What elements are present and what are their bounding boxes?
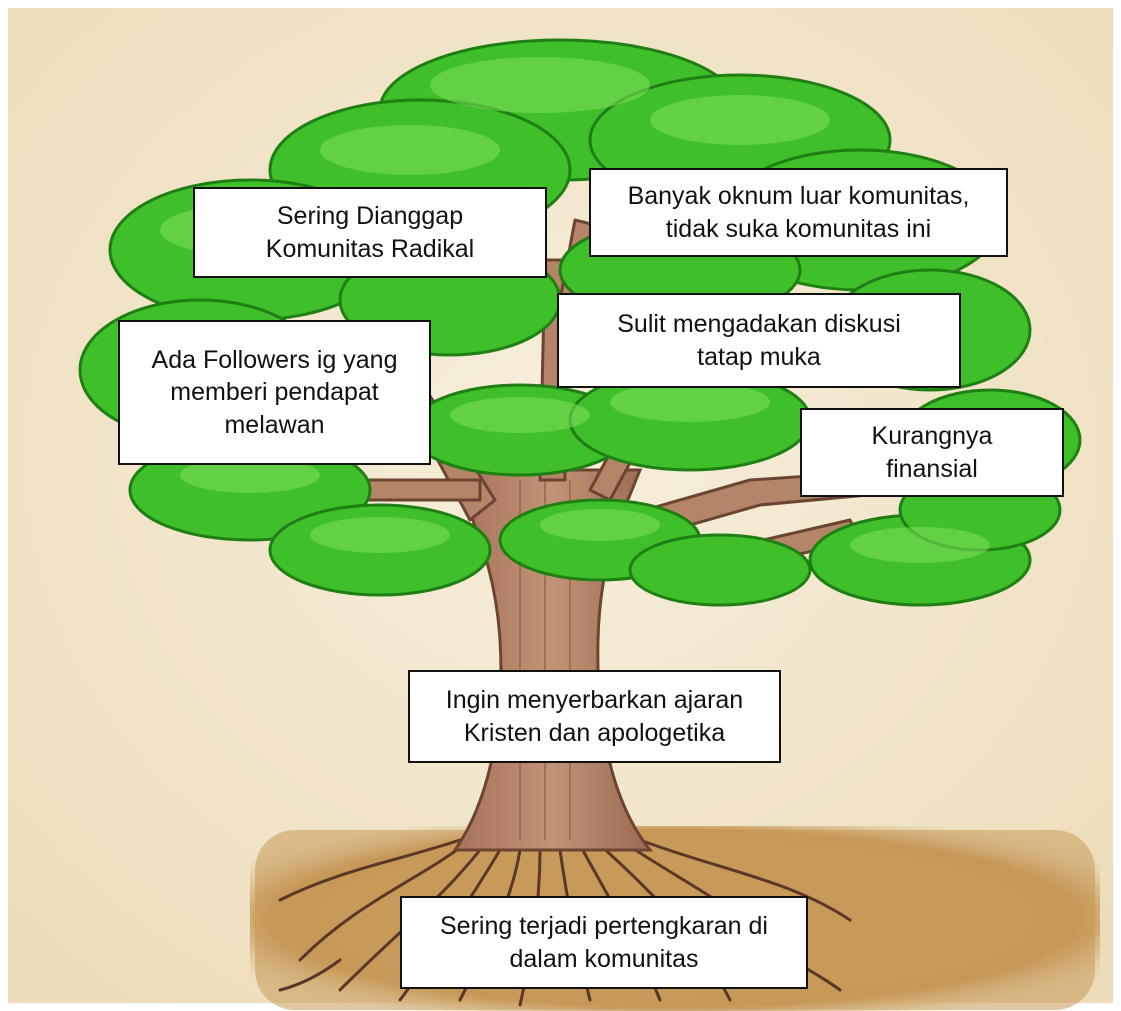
- label-sering-dianggap: Sering Dianggap Komunitas Radikal: [193, 187, 547, 278]
- label-ingin-menyebarkan: Ingin menyerbarkan ajaran Kristen dan ap…: [408, 670, 781, 763]
- label-ingin-menyebarkan-line-2: Kristen dan apologetika: [463, 718, 726, 747]
- label-followers-ig-line-2: memberi pendapat: [170, 378, 379, 407]
- label-kurangnya-finansial-line-2: finansial: [886, 454, 978, 483]
- label-sulit-diskusi-line-2: tatap muka: [697, 342, 821, 371]
- label-sering-dianggap-line-1: Sering Dianggap: [276, 202, 464, 230]
- label-ingin-menyebarkan-line-1: Ingin menyerbarkan ajaran: [445, 686, 744, 714]
- label-banyak-oknum-line-1: Banyak oknum luar komunitas,: [627, 182, 970, 210]
- label-followers-ig-line-1: Ada Followers ig yang: [151, 345, 398, 374]
- label-kurangnya-finansial: Kurangnya finansial: [800, 408, 1064, 497]
- label-followers-ig-line-3: melawan: [224, 410, 325, 439]
- label-sering-dianggap-line-2: Komunitas Radikal: [265, 234, 475, 263]
- label-sulit-diskusi: Sulit mengadakan diskusi tatap muka: [557, 293, 961, 388]
- label-pertengkaran-line-2: dalam komunitas: [509, 944, 699, 973]
- label-pertengkaran-line-1: Sering terjadi pertengkaran di: [440, 912, 768, 940]
- label-banyak-oknum-line-2: tidak suka komunitas ini: [665, 214, 932, 243]
- label-banyak-oknum: Banyak oknum luar komunitas, tidak suka …: [589, 168, 1008, 257]
- label-pertengkaran: Sering terjadi pertengkaran di dalam kom…: [400, 896, 808, 989]
- label-sulit-diskusi-line-1: Sulit mengadakan diskusi: [617, 310, 901, 338]
- label-kurangnya-finansial-line-1: Kurangnya: [871, 422, 993, 450]
- label-followers-ig: Ada Followers ig yang memberi pendapat m…: [118, 320, 431, 465]
